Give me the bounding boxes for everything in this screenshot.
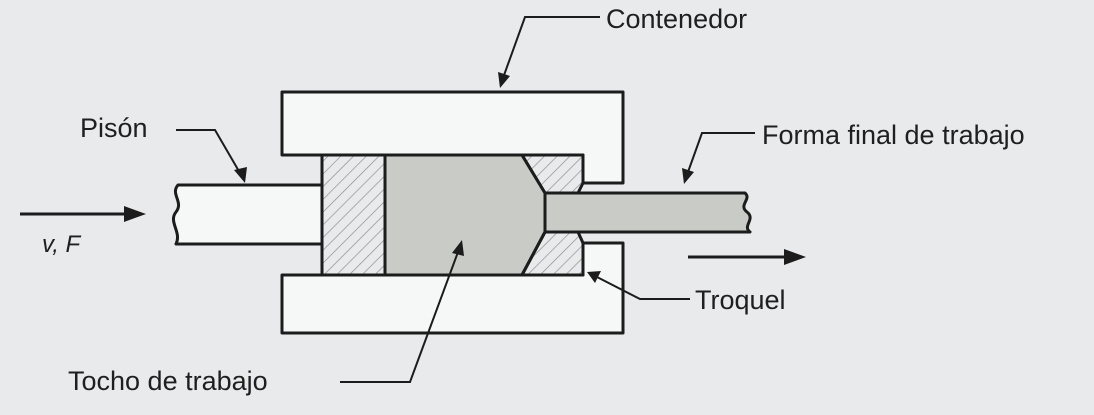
leader-forma-final bbox=[682, 132, 755, 184]
label-pison: Pisón bbox=[80, 113, 148, 143]
leader-tocho bbox=[340, 240, 464, 383]
label-tocho: Tocho de trabajo bbox=[68, 366, 268, 396]
leader-contenedor bbox=[498, 16, 600, 88]
billet bbox=[383, 153, 547, 277]
leader-pison bbox=[176, 129, 247, 183]
input-arrow bbox=[20, 206, 146, 222]
label-forma-final: Forma final de trabajo bbox=[762, 120, 1025, 150]
die-lower bbox=[520, 230, 585, 277]
label-velocity-force: v, F bbox=[42, 231, 82, 258]
leader-troquel bbox=[587, 271, 690, 300]
dummy-block bbox=[320, 153, 387, 277]
label-contenedor: Contenedor bbox=[606, 4, 747, 34]
output-arrow bbox=[688, 249, 806, 265]
ram bbox=[171, 183, 324, 246]
label-troquel: Troquel bbox=[695, 285, 786, 315]
die-upper bbox=[520, 153, 585, 195]
extruded-product bbox=[518, 191, 752, 234]
